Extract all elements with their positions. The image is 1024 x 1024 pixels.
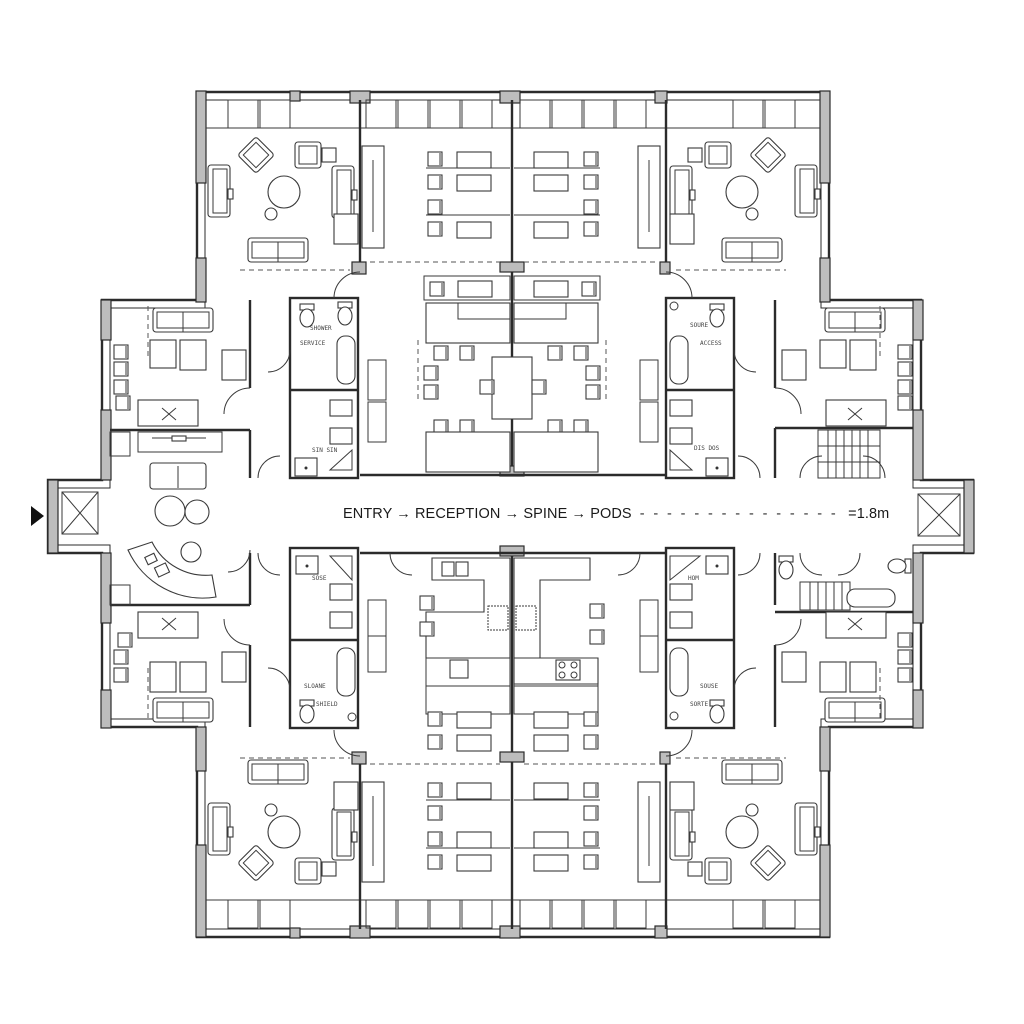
dimension-leader-line: - - - - - - - - - - - - - - - [639,506,839,522]
svg-text:SIN SIN: SIN SIN [312,447,338,454]
doors [223,271,886,757]
circulation-annotation: ENTRY → RECEPTION → SPINE → PODS - - - - … [343,506,889,522]
svg-text:SHIELD: SHIELD [316,701,338,708]
svg-text:SOSE: SOSE [312,575,327,582]
annotation-path-text: ENTRY → RECEPTION → SPINE → PODS [343,506,632,522]
workstations-north [370,151,655,263]
svg-text:SOUSE: SOUSE [700,683,718,690]
lounge-se [637,757,821,885]
workstations-south [370,763,655,872]
svg-text:SORTE: SORTE [690,701,708,708]
restroom-sw: SOSE SLOANE SHIELD [295,555,387,724]
interior-walls [61,100,961,929]
lounge-nw [207,136,385,271]
lounge-ne [637,136,821,271]
office-e1 [781,306,913,427]
office-w1 [113,306,247,427]
office-w2 [113,611,247,723]
svg-text:SOURE: SOURE [690,322,708,329]
svg-text:SLOANE: SLOANE [304,683,326,690]
entry-arrow-icon [31,506,44,526]
reception [127,431,251,599]
stair-south-east [778,555,912,611]
svg-text:ACCESS: ACCESS [700,340,722,347]
office-e2 [781,611,913,723]
lounge-sw [207,757,385,885]
svg-text:SHOWER: SHOWER [310,325,332,332]
meeting-area [417,275,607,473]
dimension-label: =1.8m [848,506,890,522]
exterior-walls [46,90,975,939]
restroom-nw: SHOWER SERVICE SIN SIN [294,301,387,477]
svg-text:HOM: HOM [688,575,699,582]
svg-text:SERVICE: SERVICE [300,340,326,347]
kitchenette [419,557,605,752]
stair-north-east [817,429,881,479]
svg-text:DIS DOS: DIS DOS [694,445,720,452]
restroom-ne: SOURE ACCESS DIS DOS [639,301,729,477]
restroom-se: HOM SOUSE SORTE [639,555,729,724]
